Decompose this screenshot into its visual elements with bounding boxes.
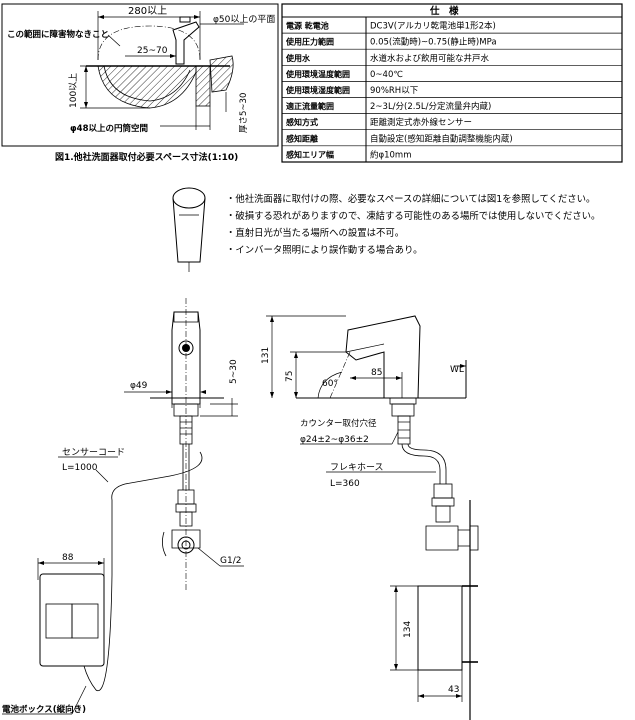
spec-row-label: 感知方式 xyxy=(286,117,318,127)
spec-row-label: 使用水 xyxy=(285,53,311,63)
spec-row-value: 距離測定式赤外線センサー xyxy=(370,117,472,128)
battery-dim-depth: 43 xyxy=(448,685,459,695)
battery-box-front: 88 電池ボックス(縦向き) xyxy=(2,553,113,715)
battery-box-side: 134 43 xyxy=(390,585,478,702)
spec-row-value: 0.05(流動時)~0.75(静止時)MPa xyxy=(370,37,497,48)
note-item: ・直射日光が当たる場所への設置は不可。 xyxy=(226,227,404,239)
battery-dim-width: 88 xyxy=(62,553,74,563)
side-counter-hole-dims: φ24±2~φ36±2 xyxy=(300,435,369,445)
note-item: ・他社洗面器に取付けの際、必要なスペースの詳細については図1を参照してください。 xyxy=(226,193,595,205)
side-dim-spout: 75 xyxy=(285,371,295,382)
spec-row-value: 90%RH以下 xyxy=(370,86,419,96)
spec-row-value: 約φ10mm xyxy=(370,149,411,160)
front-thread: G1/2 xyxy=(220,556,241,566)
figure1-dim-range: 25~70 xyxy=(137,46,168,56)
spec-table: 仕 様 電源 乾電池 DC3V(アルカリ乾電池単1形2本) 使用圧力範囲 0.05(流… xyxy=(281,3,623,163)
figure1: 280以上 φ50以上の平面 この範囲に障害物なきこと 25~70 100以上 … xyxy=(1,3,279,147)
side-dim-height: 131 xyxy=(261,347,271,364)
spec-row-label: 適正流量範囲 xyxy=(286,101,334,111)
note-item: ・破損する恐れがありますので、凍結する可能性のある場所では使用しないでください。 xyxy=(226,210,600,222)
spec-title: 仕 様 xyxy=(429,5,459,17)
spec-row-value: 自動設定(感知距離自動調整機能内蔵) xyxy=(370,133,513,144)
figure1-faucet-shape xyxy=(172,21,200,65)
figure1-dim-height: 100以上 xyxy=(68,73,79,108)
spec-row-label: 電源 乾電池 xyxy=(286,21,329,31)
note-item: ・インバータ照明により誤作動する場合あり。 xyxy=(226,244,423,256)
figure1-dim-flat: φ50以上の平面 xyxy=(213,14,275,25)
faucet-front-small xyxy=(172,187,206,272)
front-cord-length: L=1000 xyxy=(62,463,98,473)
battery-dim-height: 134 xyxy=(403,621,413,638)
side-wl: WL xyxy=(450,365,464,375)
side-hose-label: フレキホース xyxy=(330,462,384,473)
side-counter-hole: カウンター取付穴径 xyxy=(300,418,377,429)
side-dim-reach: 85 xyxy=(371,368,382,378)
side-view: 131 75 60° 85 WL カウンター取付穴径 φ24±2~φ36±2 xyxy=(261,315,479,720)
front-dim-diameter: φ49 xyxy=(130,381,148,391)
notes-list: ・他社洗面器に取付けの際、必要なスペースの詳細については図1を参照してください。… xyxy=(226,193,600,256)
spec-row-label: 感知距離 xyxy=(286,133,318,143)
side-hose-length: L=360 xyxy=(330,479,360,489)
front-cord-label: センサーコード xyxy=(62,447,125,458)
spec-row-label: 使用環境湿度範囲 xyxy=(285,85,350,95)
figure1-obstacle-note: この範囲に障害物なきこと xyxy=(7,29,109,40)
front-view: φ49 5~30 センサーコード L=1000 G1/2 xyxy=(58,298,244,590)
spec-row-value: 0~40℃ xyxy=(370,70,403,80)
figure1-frame xyxy=(1,3,279,147)
figure1-dim-width: 280以上 xyxy=(128,5,167,17)
spec-row-value: 2~3L/分(2.5L/分定流量弁内蔵) xyxy=(370,101,491,112)
figure1-bowl-hatch xyxy=(97,65,197,109)
spec-row-label: 感知エリア幅 xyxy=(286,149,334,159)
front-dim-thickness: 5~30 xyxy=(229,359,239,384)
figure1-dim-hole: φ48以上の円筒空間 xyxy=(70,123,148,134)
battery-label: 電池ボックス(縦向き) xyxy=(2,704,86,715)
figure1-dim-thickness: 厚さ5~30 xyxy=(239,93,249,133)
side-dim-angle: 60° xyxy=(322,379,338,389)
spec-row-label: 使用圧力範囲 xyxy=(285,37,334,47)
spec-row-value: DC3V(アルカリ乾電池単1形2本) xyxy=(370,21,496,32)
spec-row-label: 使用環境温度範囲 xyxy=(285,69,350,79)
figure1-caption: 図1.他社洗面器取付必要スペース寸法(1:10) xyxy=(55,151,238,163)
spec-row-value: 水道水および飲用可能な井戸水 xyxy=(370,53,490,64)
